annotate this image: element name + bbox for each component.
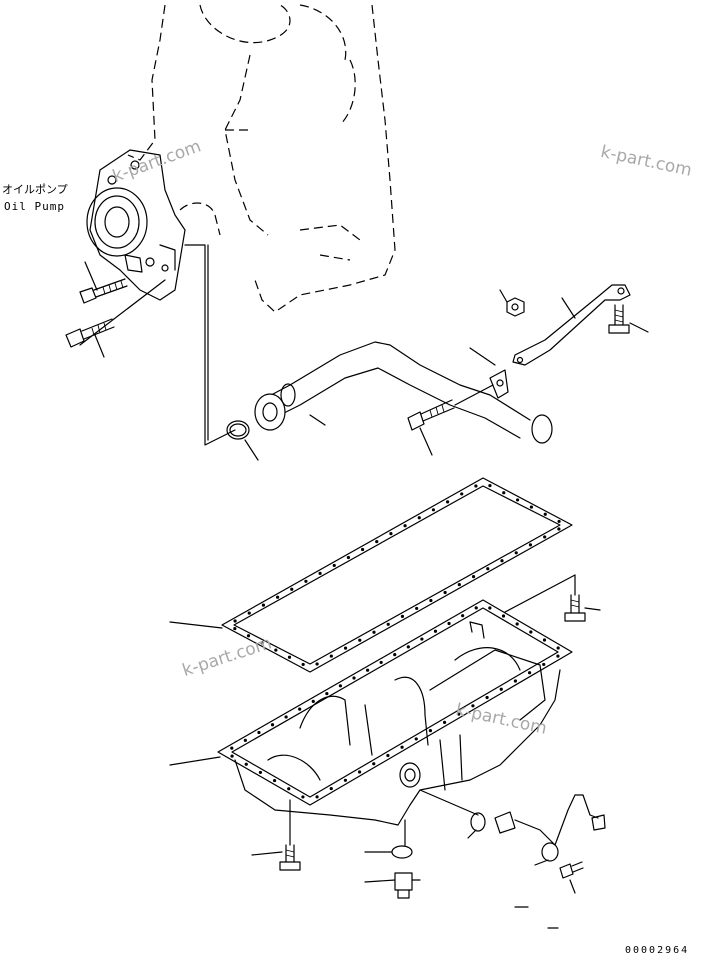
bracket-bolt bbox=[608, 304, 630, 334]
drain-washer bbox=[391, 845, 413, 859]
pan-bolt-bottom bbox=[279, 844, 301, 871]
oil-suction-tube bbox=[254, 341, 553, 444]
oil-pump-english-label: Oil Pump bbox=[4, 200, 65, 213]
bracket-nut bbox=[506, 297, 525, 317]
oil-pan bbox=[217, 599, 573, 826]
oil-pan-gasket bbox=[221, 477, 573, 673]
o-ring bbox=[226, 420, 250, 440]
engine-block bbox=[127, 4, 396, 313]
pump-bolt-upper bbox=[79, 278, 128, 304]
pan-bolt-right bbox=[564, 594, 586, 622]
drawing-number: 00002964 bbox=[625, 945, 690, 956]
pump-bolt-lower bbox=[65, 318, 115, 348]
tube-bolt bbox=[407, 399, 455, 431]
drain-plug bbox=[394, 872, 421, 899]
oil-pump bbox=[86, 149, 186, 301]
tube-bracket bbox=[512, 284, 631, 366]
oil-level-sensor bbox=[419, 789, 606, 866]
oil-pump-japanese-label: オイルポンプ bbox=[2, 183, 68, 196]
sensor-bolt bbox=[559, 861, 584, 879]
